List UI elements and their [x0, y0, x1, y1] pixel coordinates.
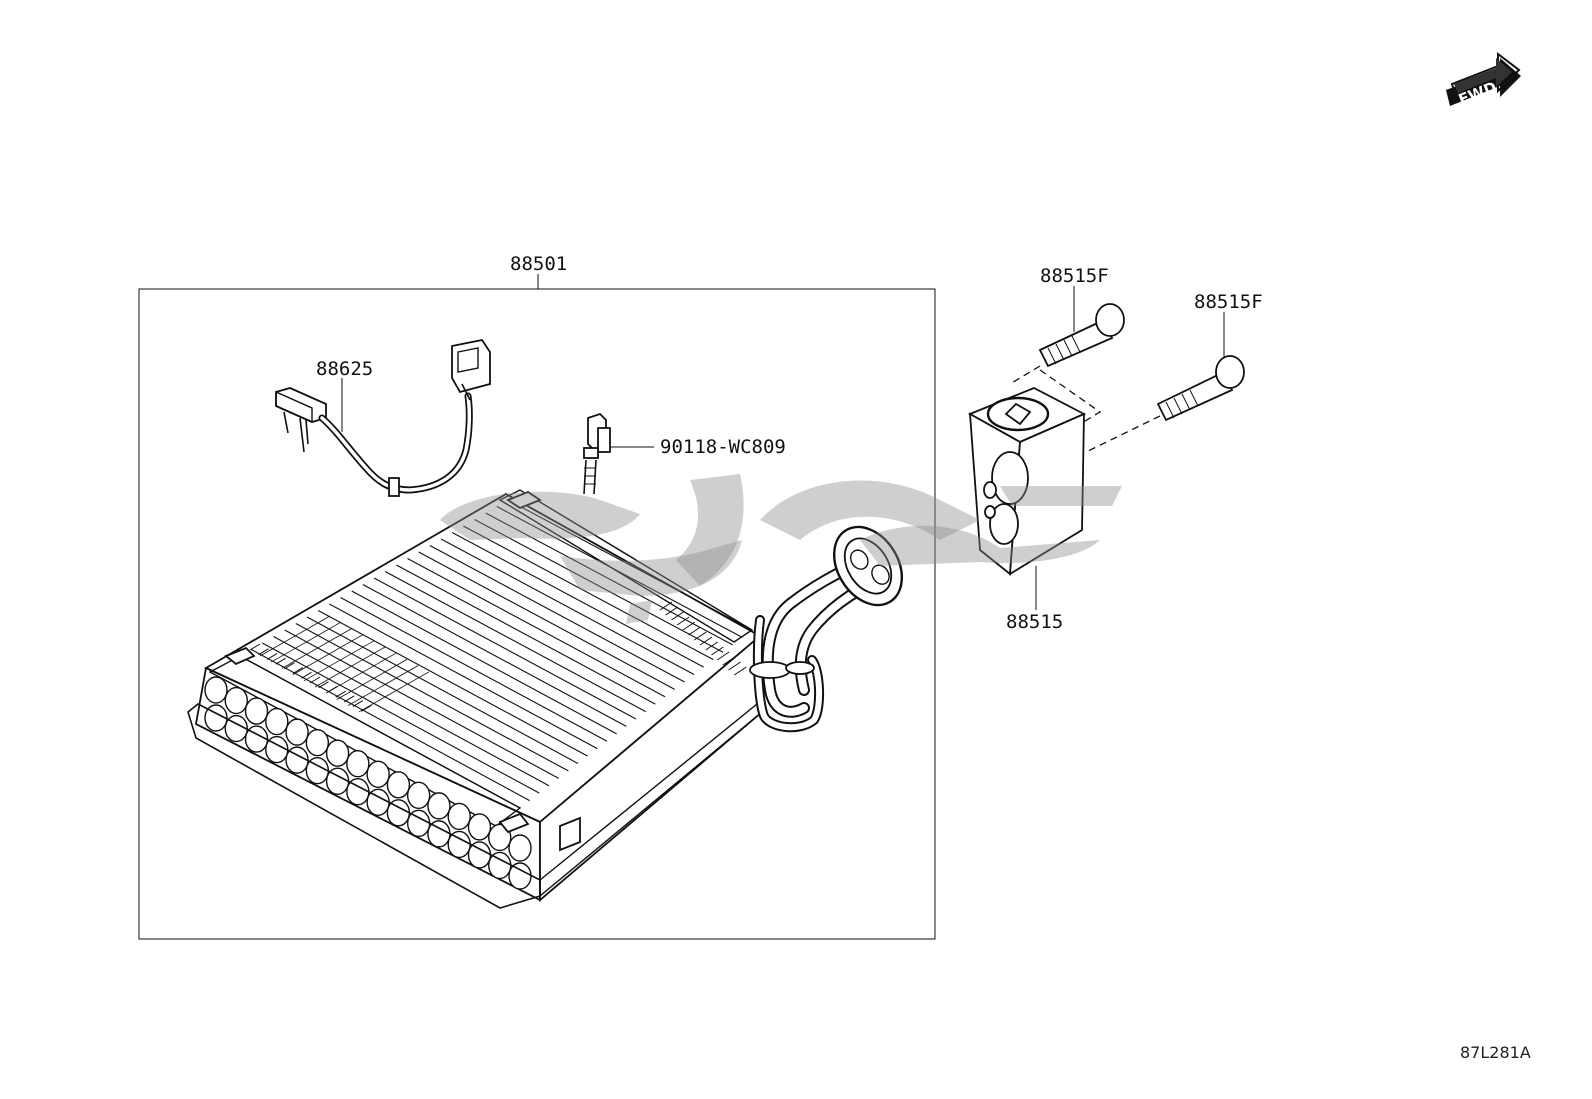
callout-88501: 88501	[510, 253, 567, 275]
harness-clamp	[583, 412, 611, 495]
fin-mesh	[249, 601, 747, 713]
bolt-alignment-lines	[1009, 365, 1161, 453]
callout-90118-wc809: 90118-WC809	[660, 436, 786, 458]
figure-code: 87L281A	[1460, 1043, 1531, 1062]
callout-88515: 88515	[1006, 611, 1063, 633]
core-fins	[239, 499, 753, 809]
bolt-lower	[1156, 355, 1245, 422]
watermark-logo-icon	[440, 474, 1122, 624]
callout-88625: 88625	[316, 358, 373, 380]
callout-88515f-lower: 88515F	[1194, 291, 1263, 313]
assembly-frame	[138, 288, 936, 940]
evaporator-core	[187, 489, 763, 909]
bolt-upper	[1038, 303, 1125, 368]
callout-88515f-upper: 88515F	[1040, 265, 1109, 287]
expansion-valve	[967, 387, 1087, 576]
fwd-arrow-icon: FWD	[1446, 51, 1521, 109]
evaporator-pipes	[749, 525, 904, 733]
thermistor-harness	[275, 338, 491, 497]
